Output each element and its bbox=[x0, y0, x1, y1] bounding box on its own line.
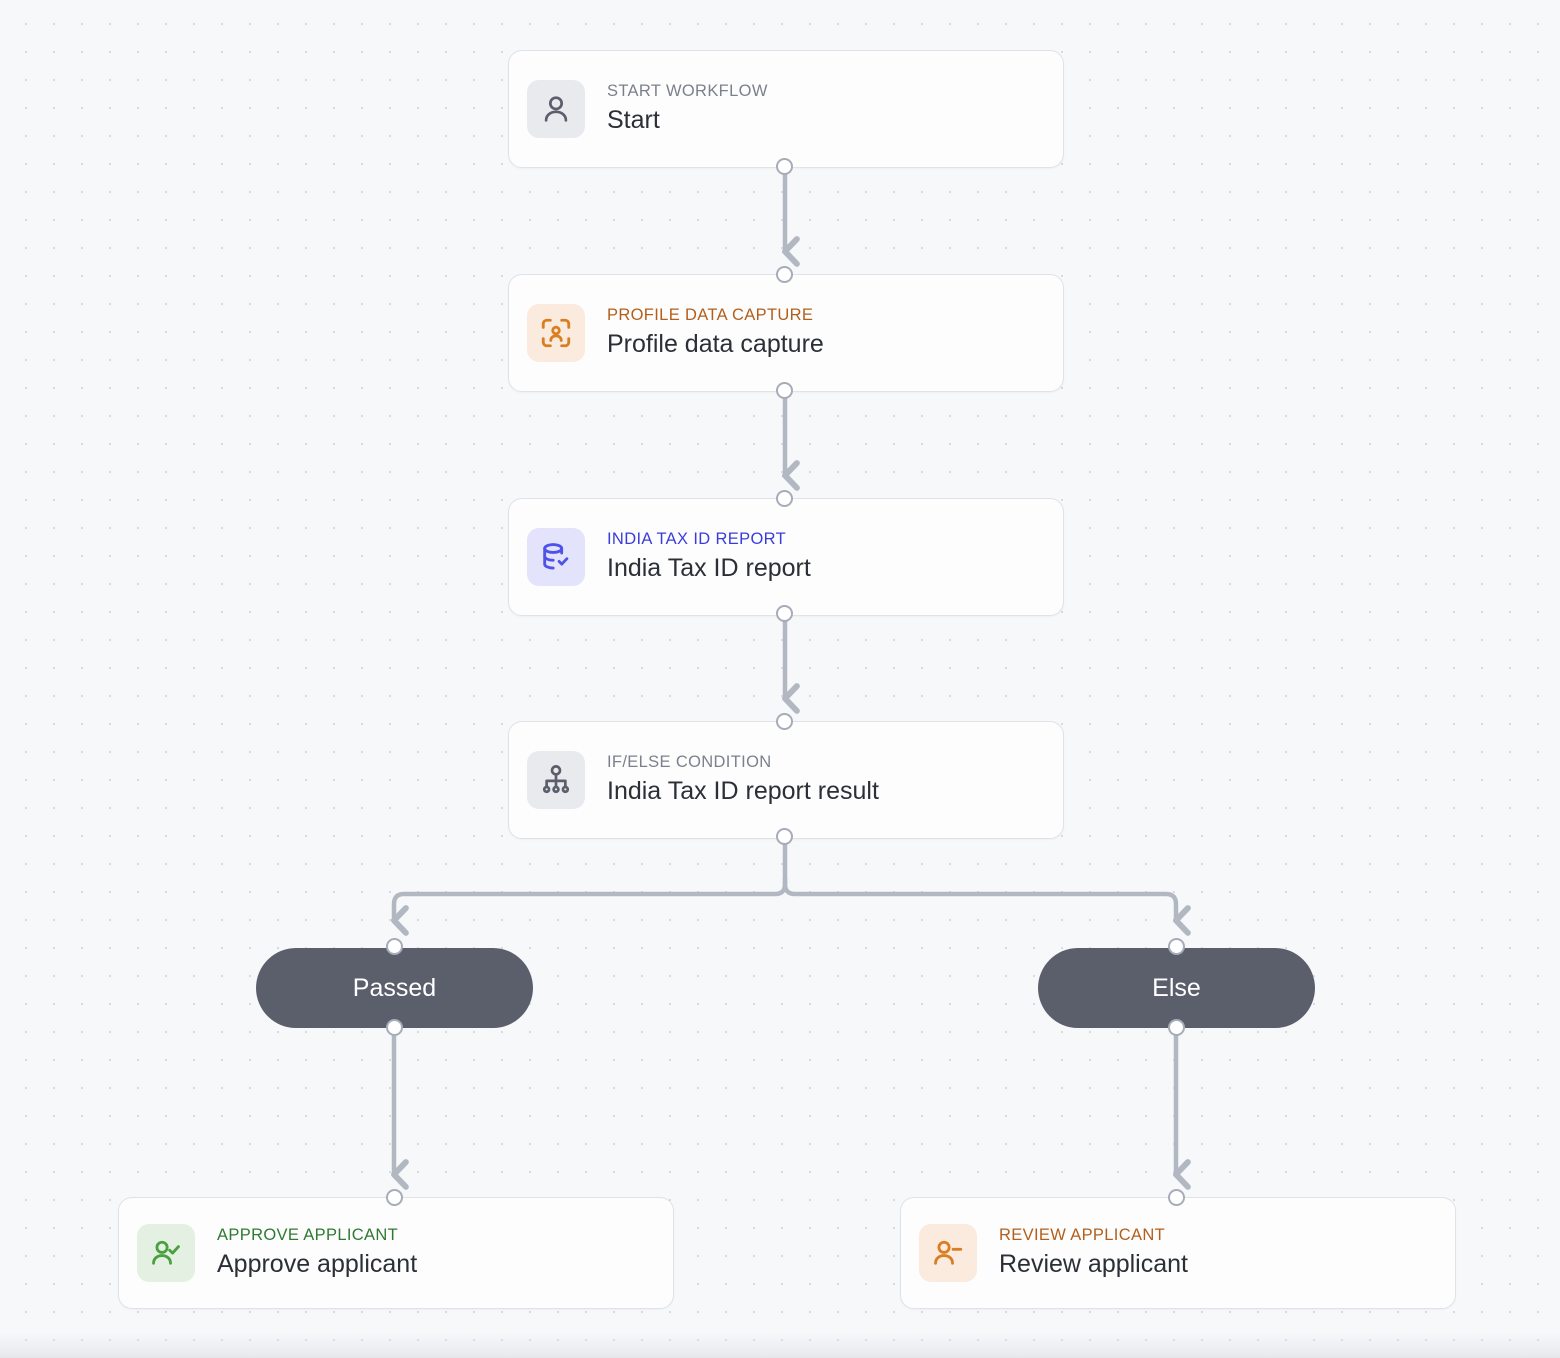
handle-report-source[interactable] bbox=[776, 605, 793, 622]
node-review-text: REVIEW APPLICANT Review applicant bbox=[999, 1225, 1188, 1280]
person-check-icon bbox=[137, 1224, 195, 1282]
node-approve-applicant[interactable]: APPROVE APPLICANT Approve applicant bbox=[118, 1197, 674, 1309]
edge-bus-to-passed bbox=[391, 876, 788, 936]
node-report-eyebrow: INDIA TAX ID REPORT bbox=[607, 530, 787, 549]
node-ifelse-condition[interactable]: IF/ELSE CONDITION India Tax ID report re… bbox=[508, 721, 1064, 839]
branch-pill-else-label: Else bbox=[1152, 973, 1201, 1002]
handle-ifelse-target[interactable] bbox=[776, 713, 793, 730]
node-profile-text: PROFILE DATA CAPTURE Profile data captur… bbox=[607, 305, 824, 360]
node-report-title: India Tax ID report bbox=[607, 554, 811, 583]
edge-bus-to-else bbox=[782, 876, 1191, 936]
node-approve-title: Approve applicant bbox=[217, 1250, 418, 1279]
handle-start-source[interactable] bbox=[776, 158, 793, 175]
node-ifelse-eyebrow: IF/ELSE CONDITION bbox=[607, 753, 772, 772]
node-india-tax-id-report[interactable]: INDIA TAX ID REPORT India Tax ID report bbox=[508, 498, 1064, 616]
node-profile-title: Profile data capture bbox=[607, 330, 824, 359]
person-scan-icon bbox=[527, 304, 585, 362]
handle-else-source[interactable] bbox=[1168, 1019, 1185, 1036]
handle-report-target[interactable] bbox=[776, 490, 793, 507]
handle-profile-source[interactable] bbox=[776, 382, 793, 399]
node-ifelse-text: IF/ELSE CONDITION India Tax ID report re… bbox=[607, 752, 879, 807]
branch-hierarchy-icon bbox=[527, 751, 585, 809]
node-start-text: START WORKFLOW Start bbox=[607, 81, 768, 136]
node-ifelse-title: India Tax ID report result bbox=[607, 777, 879, 806]
handle-profile-target[interactable] bbox=[776, 266, 793, 283]
handle-else-target[interactable] bbox=[1168, 938, 1185, 955]
handle-passed-source[interactable] bbox=[386, 1019, 403, 1036]
node-review-eyebrow: REVIEW APPLICANT bbox=[999, 1226, 1166, 1245]
handle-ifelse-source[interactable] bbox=[776, 828, 793, 845]
node-start-eyebrow: START WORKFLOW bbox=[607, 82, 768, 101]
node-profile-data-capture[interactable]: PROFILE DATA CAPTURE Profile data captur… bbox=[508, 274, 1064, 392]
node-approve-eyebrow: APPROVE APPLICANT bbox=[217, 1226, 399, 1245]
branch-pill-else[interactable]: Else bbox=[1038, 948, 1315, 1028]
node-review-applicant[interactable]: REVIEW APPLICANT Review applicant bbox=[900, 1197, 1456, 1309]
node-profile-eyebrow: PROFILE DATA CAPTURE bbox=[607, 306, 814, 325]
person-minus-icon bbox=[919, 1224, 977, 1282]
node-start[interactable]: START WORKFLOW Start bbox=[508, 50, 1064, 168]
handle-passed-target[interactable] bbox=[386, 938, 403, 955]
node-approve-text: APPROVE APPLICANT Approve applicant bbox=[217, 1225, 417, 1280]
handle-review-target[interactable] bbox=[1168, 1189, 1185, 1206]
handle-approve-target[interactable] bbox=[386, 1189, 403, 1206]
database-check-icon bbox=[527, 528, 585, 586]
node-report-text: INDIA TAX ID REPORT India Tax ID report bbox=[607, 529, 811, 584]
node-start-title: Start bbox=[607, 106, 660, 135]
branch-pill-passed-label: Passed bbox=[352, 973, 437, 1002]
person-icon bbox=[527, 80, 585, 138]
node-review-title: Review applicant bbox=[999, 1250, 1188, 1279]
branch-pill-passed[interactable]: Passed bbox=[256, 948, 533, 1028]
